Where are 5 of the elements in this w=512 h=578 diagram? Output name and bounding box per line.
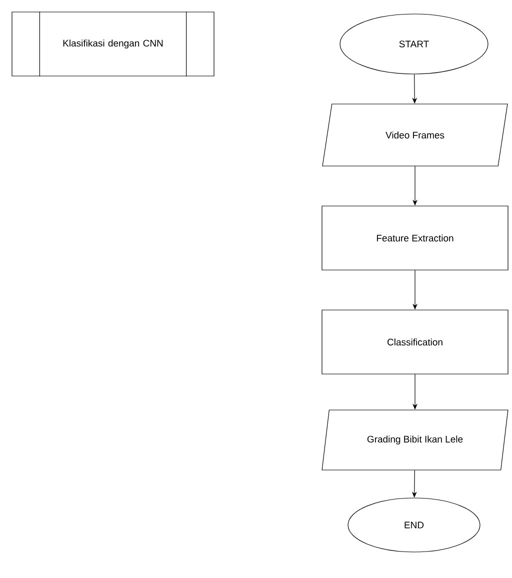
process-box: Feature Extraction [322, 206, 508, 270]
predefined-process-box: Klasifikasi dengan CNN [12, 11, 214, 77]
input-output-parallelogram: Video Frames [322, 104, 508, 166]
input-output-parallelogram: Grading Bibit Ikan Lele [322, 410, 508, 470]
process-box: Classification [322, 310, 508, 374]
